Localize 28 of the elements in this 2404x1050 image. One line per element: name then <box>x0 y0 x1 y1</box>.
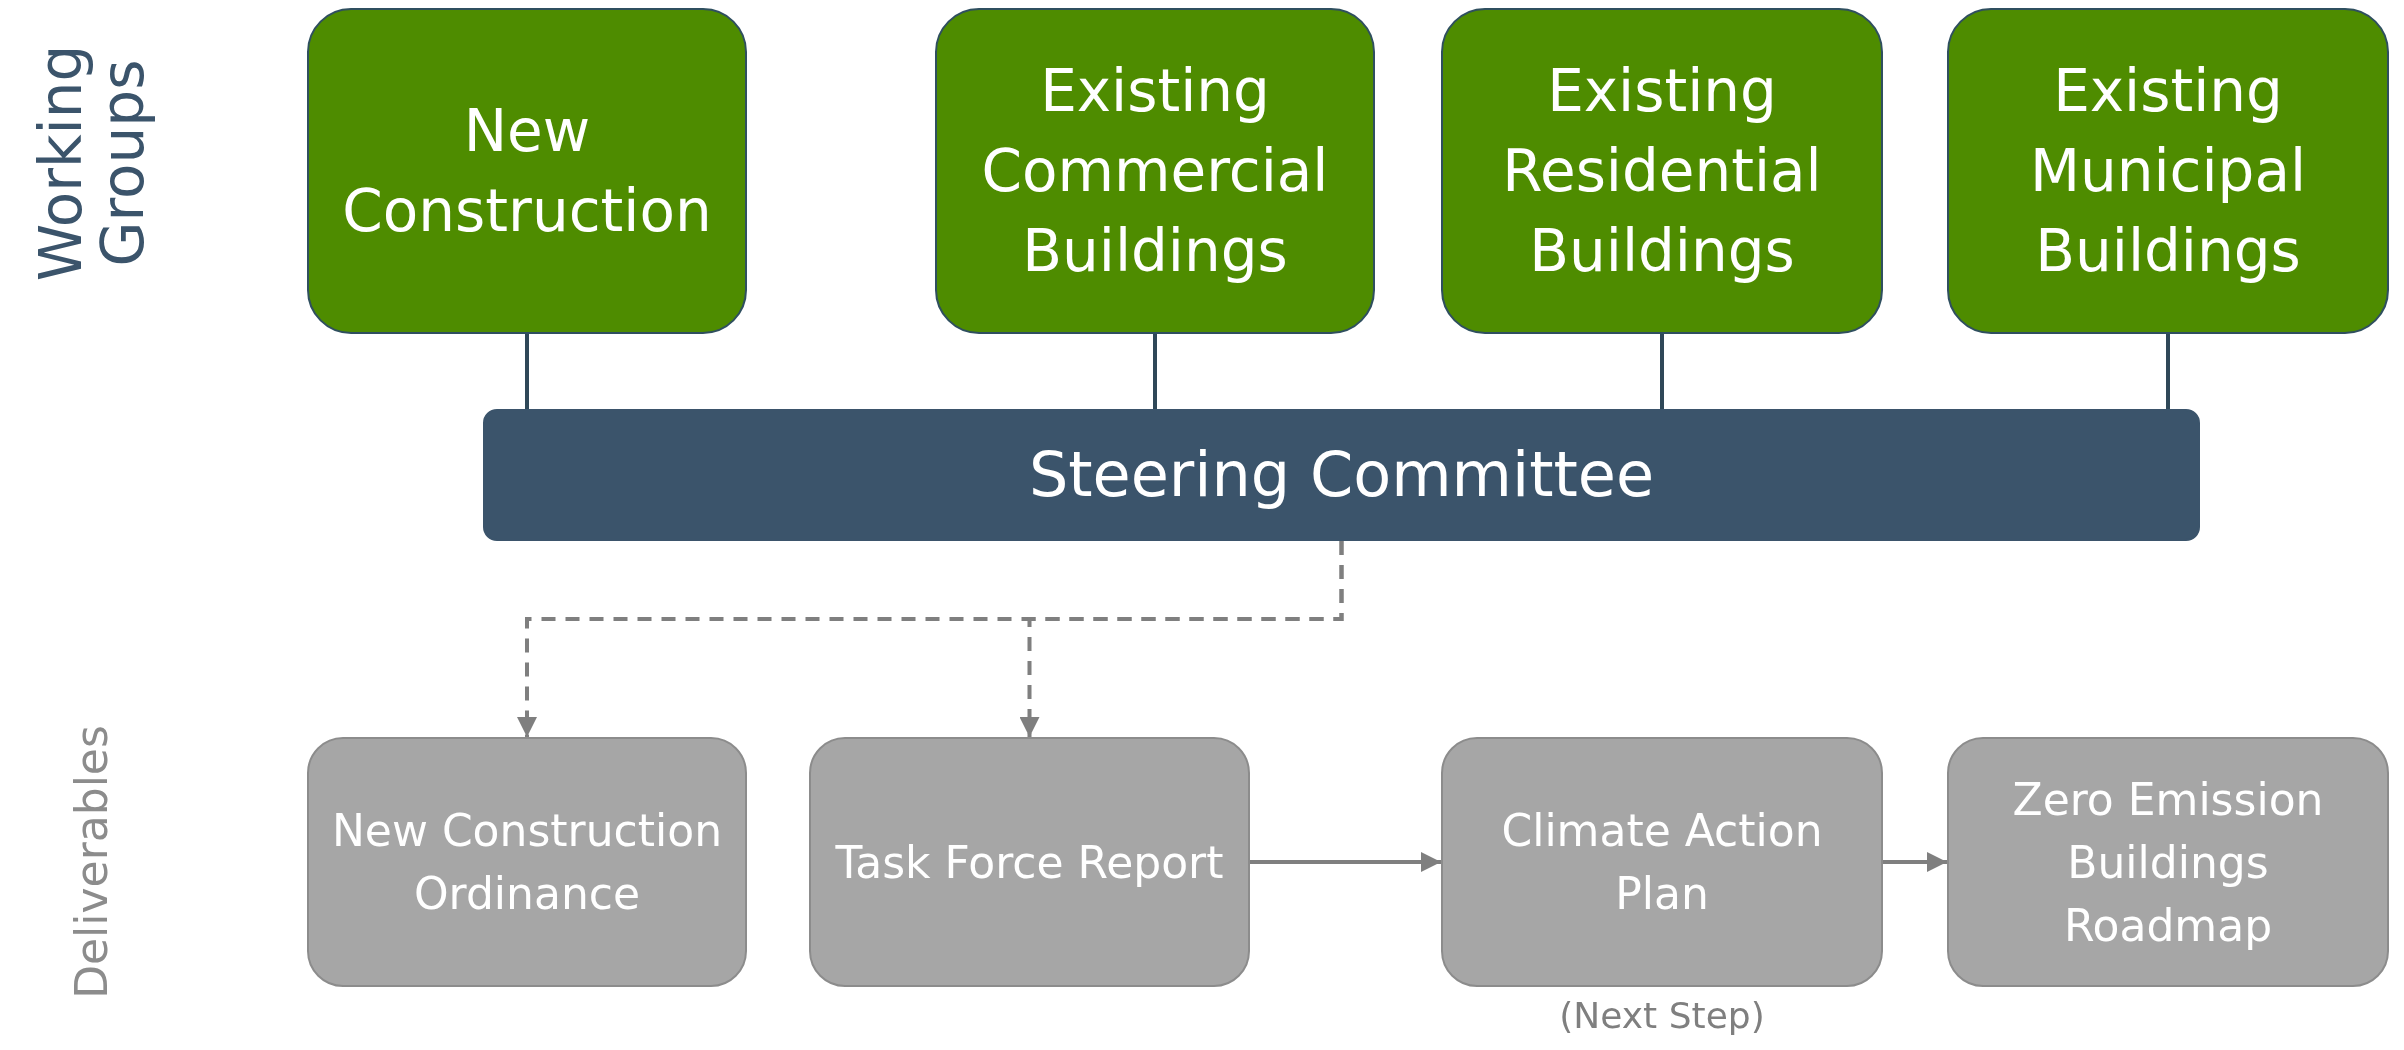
box-label: Climate Action Plan <box>1500 804 1824 921</box>
working-group-box <box>307 8 747 334</box>
deliverable-box <box>809 737 1250 987</box>
side-label: Working Groups <box>30 43 154 284</box>
connector-line <box>525 334 529 409</box>
committee-bar <box>483 409 2200 541</box>
side-label: Deliverables <box>67 724 117 1001</box>
working-group-box <box>1441 8 1883 334</box>
arrow <box>1250 852 1441 872</box>
arrow <box>1883 852 1947 872</box>
connector-line <box>1153 334 1157 409</box>
deliverable-box <box>307 737 747 987</box>
box-label: Existing Municipal Buildings <box>2028 56 2308 287</box>
dashed-arrow <box>1019 541 1344 737</box>
working-group-box <box>1947 8 2389 334</box>
connector-line <box>2166 334 2170 409</box>
box-label: Existing Commercial Buildings <box>980 56 1330 287</box>
box-label: New Construction Ordinance <box>330 804 724 921</box>
working-group-box <box>935 8 1375 334</box>
node-note: (Next Step) <box>1559 995 1765 1036</box>
box-label: Existing Residential Buildings <box>1501 56 1823 287</box>
connector-line <box>1660 334 1664 409</box>
deliverable-box <box>1441 737 1883 987</box>
box-label: New Construction <box>341 96 713 247</box>
box-label: Steering Committee <box>1028 437 1655 513</box>
box-label: Zero Emission Buildings Roadmap <box>2011 772 2325 953</box>
deliverable-box <box>1947 737 2389 987</box>
box-label: Task Force Report <box>835 835 1224 890</box>
